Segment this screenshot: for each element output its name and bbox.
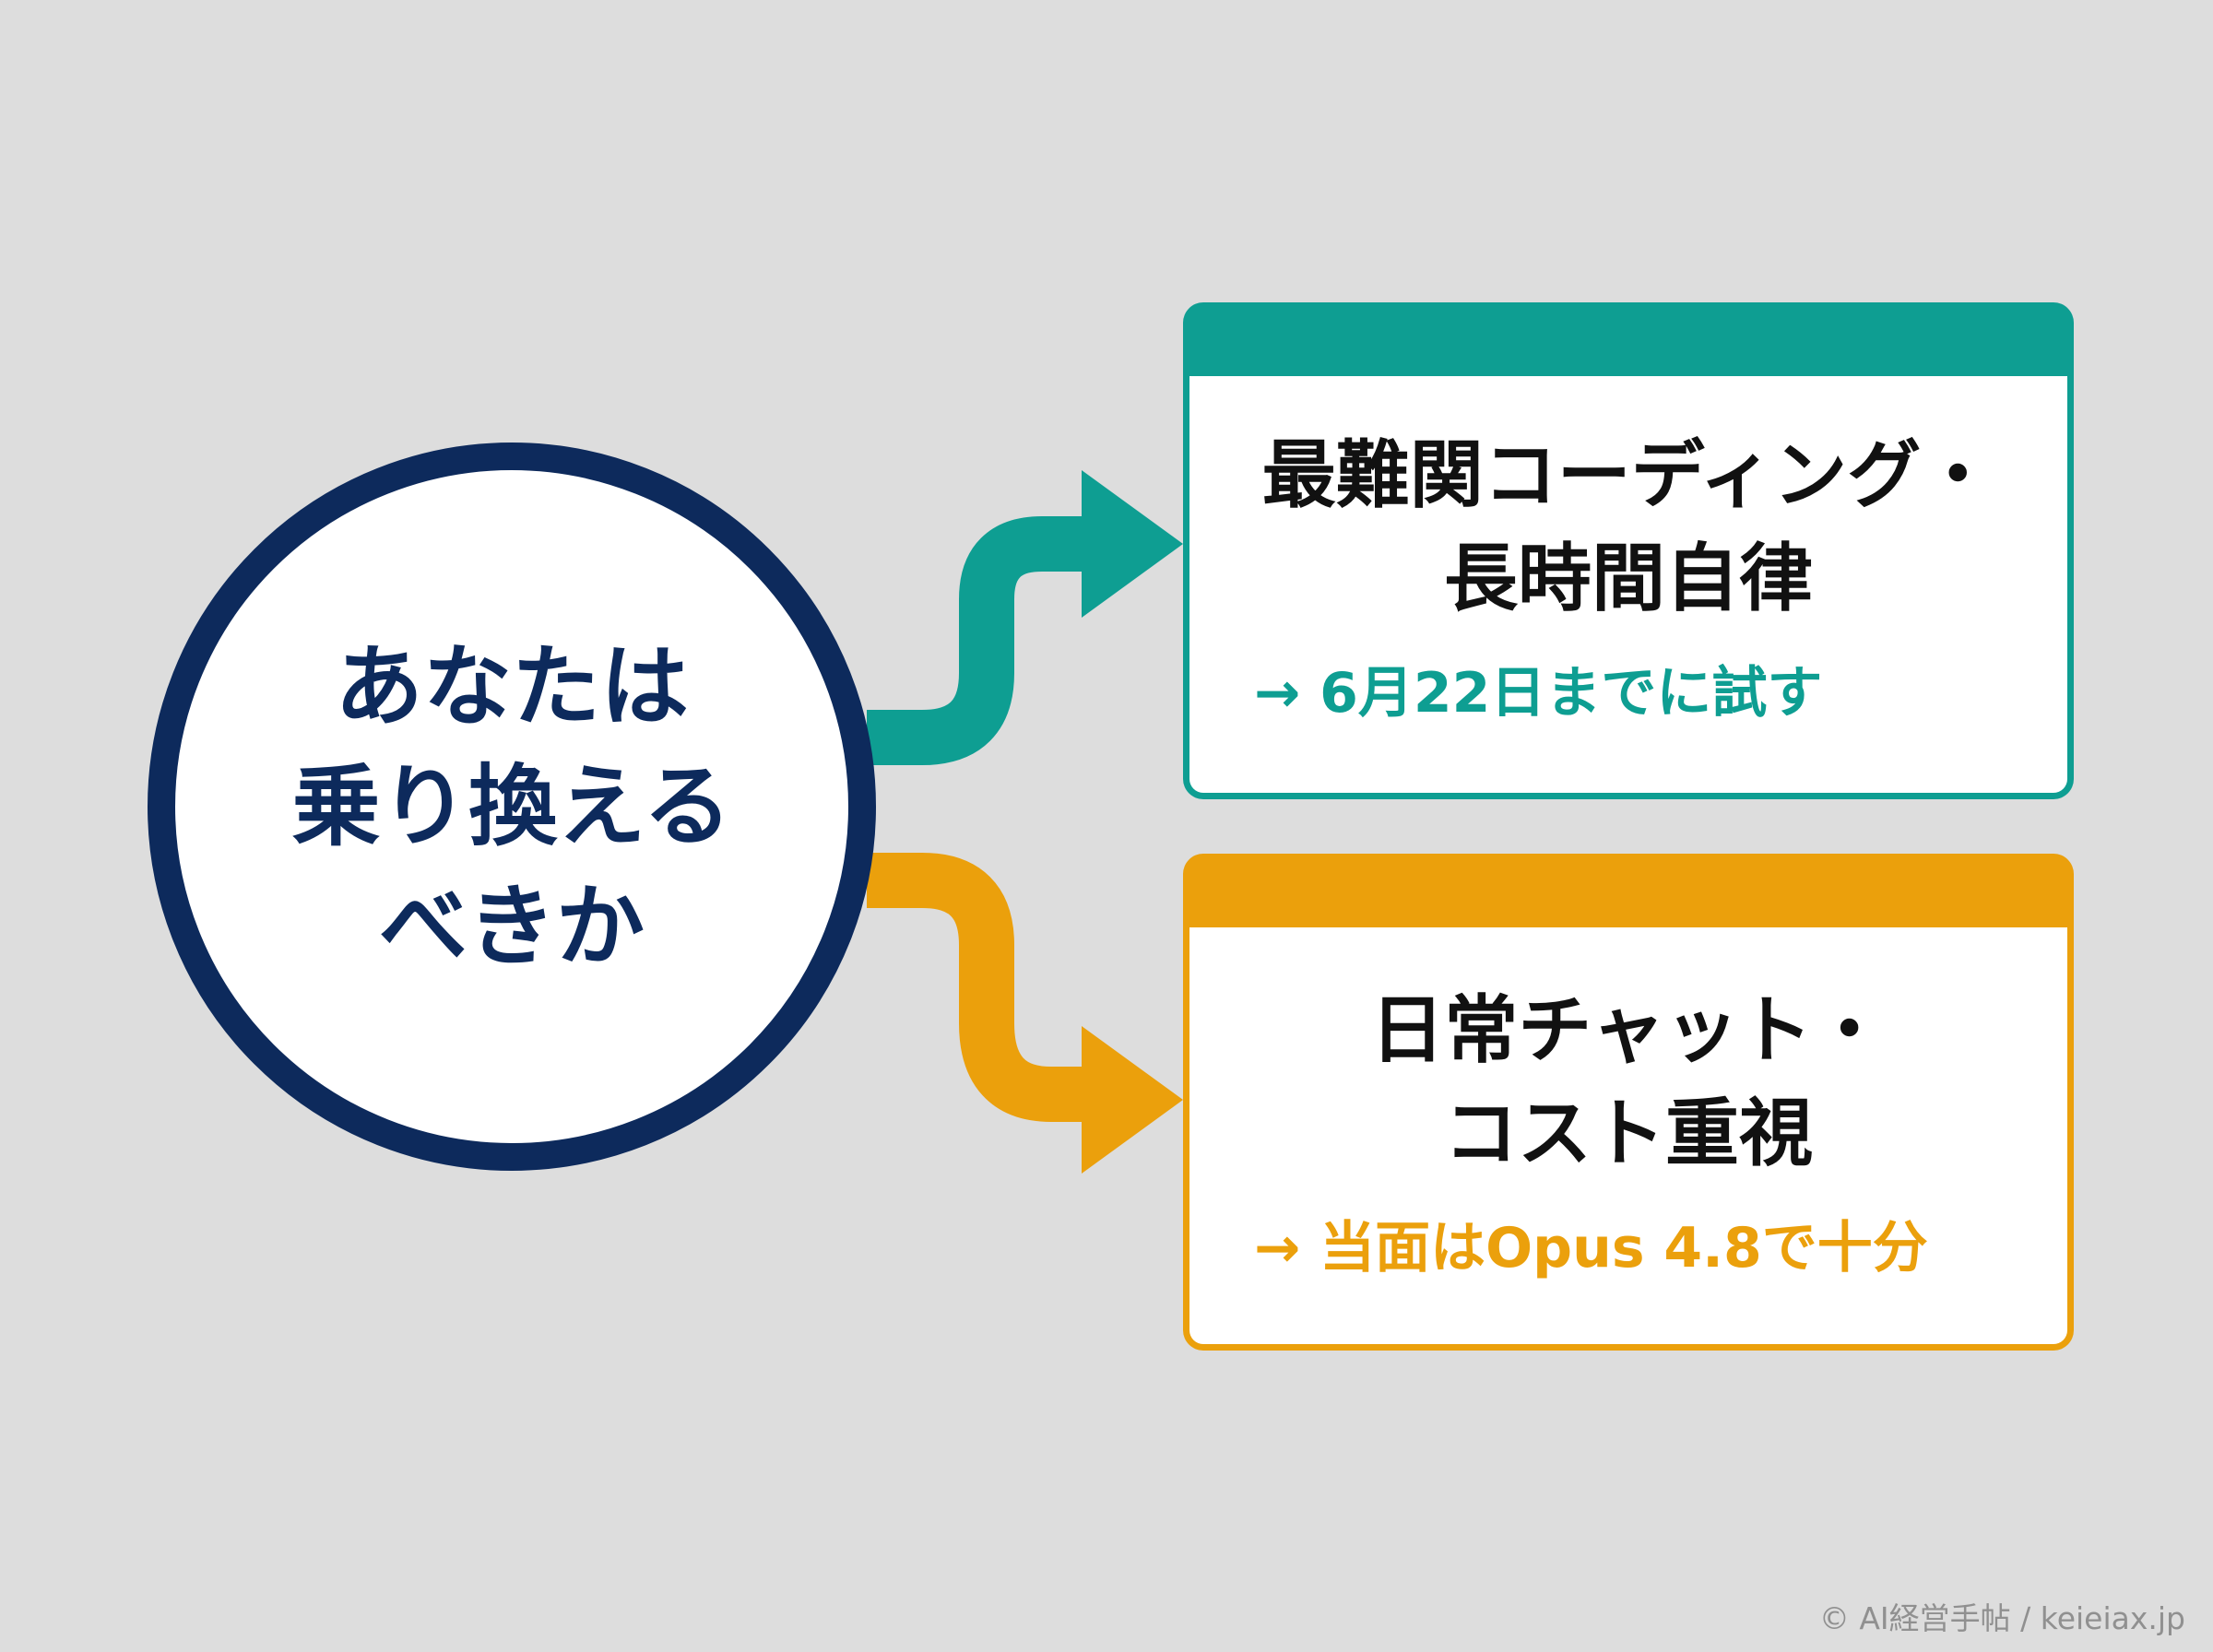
option-title: 日常チャット・ コスト重視 — [1370, 979, 1886, 1186]
question-circle: あなたは 乗り換える べきか — [148, 442, 876, 1171]
question-line: べきか — [379, 875, 645, 978]
orange-connector — [867, 853, 1093, 1122]
option-title-line: 最難関コーディング・ — [1261, 432, 1995, 518]
option-card-coding: 最難関コーディング・ 長時間自律 → 6月22日までに試す — [1183, 302, 2074, 799]
option-title: 最難関コーディング・ 長時間自律 — [1262, 424, 1994, 631]
option-title-line: コスト重視 — [1443, 1091, 1813, 1176]
teal-arrowhead — [1082, 470, 1183, 618]
question-line: あなたは — [335, 635, 689, 738]
option-title-line: 長時間自律 — [1444, 536, 1813, 621]
question-text: あなたは 乗り換える べきか — [291, 627, 731, 986]
option-card-chat: 日常チャット・ コスト重視 → 当面はOpus 4.8で十分 — [1183, 854, 2074, 1351]
orange-arrowhead — [1082, 1026, 1183, 1174]
teal-connector — [867, 516, 1093, 765]
question-line: 乗り換える — [291, 755, 732, 858]
option-action: → 当面はOpus 4.8で十分 — [1254, 1216, 1928, 1280]
option-title-line: 日常チャット・ — [1370, 987, 1887, 1073]
copyright-text: © AI経営手帖 / keieiax.jp — [1818, 1600, 2185, 1636]
option-action: → 6月22日までに試す — [1254, 661, 1823, 726]
